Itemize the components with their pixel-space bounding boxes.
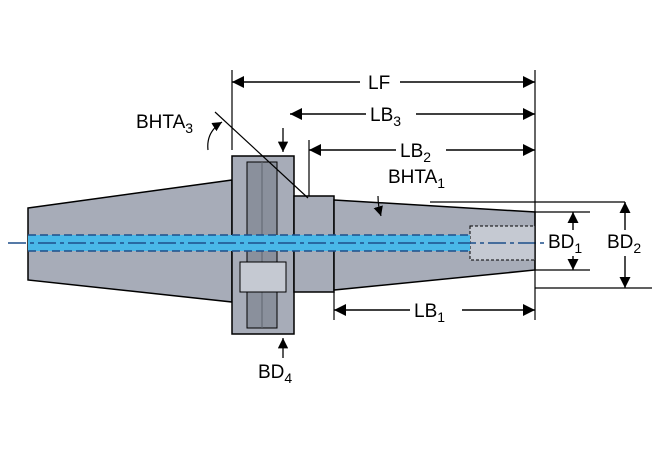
lb2-label: LB2 bbox=[400, 141, 431, 165]
bhta1-label: BHTA1 bbox=[388, 167, 445, 191]
lb1-label: LB1 bbox=[414, 301, 445, 325]
lf-label: LF bbox=[368, 73, 390, 94]
bd4-label: BD4 bbox=[258, 362, 292, 386]
lb3-label: LB3 bbox=[370, 105, 401, 129]
bhta3-arc bbox=[207, 121, 223, 151]
bhta3-ref-line bbox=[214, 111, 309, 199]
drive-slot bbox=[239, 261, 287, 293]
bhta3-label: BHTA3 bbox=[136, 112, 193, 136]
bd2-label: BD2 bbox=[607, 232, 641, 256]
bhta1-arc bbox=[373, 195, 383, 217]
bd1-label: BD1 bbox=[548, 232, 582, 256]
